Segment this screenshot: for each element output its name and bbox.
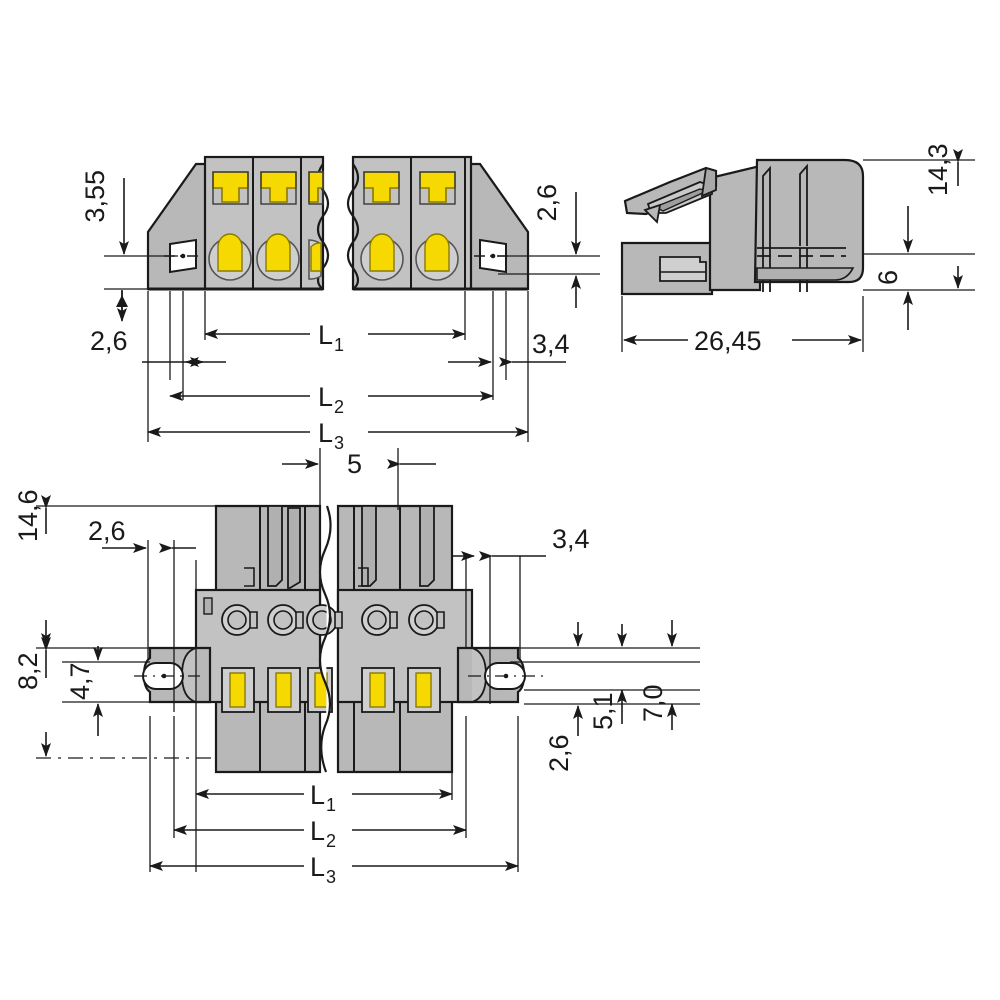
side-housing-front — [708, 164, 762, 292]
side-dim-26-45: 26,45 — [623, 326, 862, 356]
side-extension-lines — [621, 159, 975, 352]
front-contact-left-3 — [308, 239, 322, 280]
bottom-dim-2-6-right-label: 2,6 — [544, 734, 574, 772]
bottom-contact-circle — [408, 604, 445, 636]
bottom-dim-5: 5 — [282, 449, 436, 479]
front-dim-L3: L 3 — [147, 418, 529, 453]
front-dim-3-4: 3,4 — [499, 329, 570, 367]
front-clamp-left-2 — [260, 171, 297, 205]
front-clamp-right-1 — [363, 171, 400, 205]
front-extension-lines — [104, 255, 600, 442]
bottom-dim-2-6-left-label: 2,6 — [88, 516, 126, 546]
bottom-dim-L2-label: L — [310, 816, 325, 846]
front-contact-right-2 — [415, 233, 459, 281]
front-mounting-hole-left — [164, 238, 202, 274]
bottom-plan-view: 5 14,6 2,6 8,2 4,7 3 — [13, 448, 700, 887]
bottom-dim-L1-sub: 1 — [326, 795, 336, 815]
front-dim-L2-label: L — [318, 382, 333, 412]
side-dim-14-3: 14,3 — [923, 143, 963, 289]
bottom-break-line — [318, 505, 332, 773]
bottom-dim-7-0: 7,0 — [638, 620, 677, 730]
front-body-right — [346, 155, 530, 291]
front-dim-L2-sub: 2 — [334, 397, 344, 417]
front-dim-2-6-right: 2,6 — [532, 184, 581, 308]
bottom-dim-L1: L 1 — [195, 780, 453, 815]
front-dim-L2: L 2 — [169, 382, 494, 417]
bottom-dim-3-4-label: 3,4 — [552, 524, 590, 554]
front-contact-left-1 — [208, 233, 252, 281]
front-contact-left-2 — [256, 233, 300, 281]
front-dim-2-6-right-label: 2,6 — [532, 184, 562, 222]
bottom-dim-L3-sub: 3 — [326, 867, 336, 887]
bottom-small-notches — [244, 567, 369, 587]
front-contact-right-1 — [360, 233, 404, 281]
side-dim-6: 6 — [873, 206, 913, 330]
bottom-mounting-flange-left — [134, 646, 212, 704]
front-body-left — [146, 155, 330, 291]
front-dim-L3-label: L — [318, 418, 333, 448]
side-housing-body — [753, 158, 865, 284]
side-housing-foot — [756, 267, 855, 281]
front-clamp-left-3 — [308, 171, 324, 205]
bottom-contact-circle — [361, 604, 398, 636]
bottom-yellow-contact — [407, 667, 441, 713]
bottom-dim-14-6-label: 14,6 — [13, 489, 43, 542]
bottom-latch-pockets — [267, 505, 435, 589]
bottom-dim-8-2-label: 8,2 — [13, 652, 43, 690]
bottom-dim-8-2: 8,2 — [13, 637, 51, 757]
bottom-dim-5-1: 5,1 — [588, 624, 627, 730]
bottom-contact-circles — [221, 604, 445, 636]
bottom-dim-14-6: 14,6 — [13, 489, 51, 647]
bottom-yellow-contacts — [221, 667, 441, 713]
bottom-contact-band-left — [194, 588, 322, 704]
side-dim-14-3-label: 14,3 — [923, 143, 953, 196]
bottom-dim-3-4: 3,4 — [452, 524, 590, 561]
bottom-contact-band-right — [336, 588, 474, 704]
side-plug-cavity — [659, 256, 707, 282]
front-dim-L3-sub: 3 — [334, 433, 344, 453]
bottom-extension-lines — [36, 448, 700, 872]
bottom-dim-5-label: 5 — [347, 449, 362, 479]
bottom-dim-4-7-label: 4,7 — [65, 662, 95, 700]
bottom-dim-4-7: 4,7 — [65, 646, 103, 736]
bottom-dim-L3-label: L — [310, 852, 325, 882]
side-latch-hinge — [700, 166, 717, 198]
front-dim-L1-sub: 1 — [334, 335, 344, 355]
side-dim-6-label: 6 — [873, 270, 903, 285]
bottom-dim-7-0-label: 7,0 — [638, 684, 668, 722]
side-dim-26-45-label: 26,45 — [694, 326, 762, 356]
bottom-contact-circle — [267, 604, 304, 636]
front-elevation-view: 3,55 2,6 2,6 3,4 L 1 — [80, 155, 600, 453]
bottom-dim-2-6-left: 2,6 — [88, 516, 196, 553]
bottom-yellow-contact — [267, 667, 301, 713]
bottom-mounting-flange-right — [456, 646, 546, 704]
front-dim-3-4-label: 3,4 — [532, 329, 570, 359]
bottom-dim-2-6-right: 2,6 — [544, 622, 583, 772]
bottom-dim-L3: L 3 — [149, 852, 519, 887]
front-dim-2-6-left-label: 2,6 — [90, 326, 128, 356]
bottom-yellow-contact — [361, 667, 395, 713]
front-dim-3-55: 3,55 — [80, 170, 129, 255]
side-elevation-view: 14,3 6 26,45 — [620, 143, 975, 356]
front-break-line-right — [346, 163, 360, 290]
bottom-dim-L2-sub: 2 — [326, 831, 336, 851]
bottom-dim-L1-label: L — [310, 780, 325, 810]
front-clamp-left-1 — [212, 171, 249, 205]
bottom-dim-5-1-label: 5,1 — [588, 692, 618, 730]
bottom-keying-notch — [203, 597, 213, 615]
front-clamp-right-2 — [419, 171, 456, 205]
bottom-yellow-contact — [307, 667, 333, 713]
front-dim-3-55-label: 3,55 — [80, 170, 110, 223]
side-latch-hook — [643, 203, 662, 224]
bottom-contact-circle — [221, 604, 258, 636]
bottom-dim-L2: L 2 — [173, 816, 467, 851]
front-dim-L1: L 1 — [204, 320, 466, 355]
bottom-yellow-contact — [221, 667, 255, 713]
front-dim-L1-label: L — [318, 320, 333, 350]
